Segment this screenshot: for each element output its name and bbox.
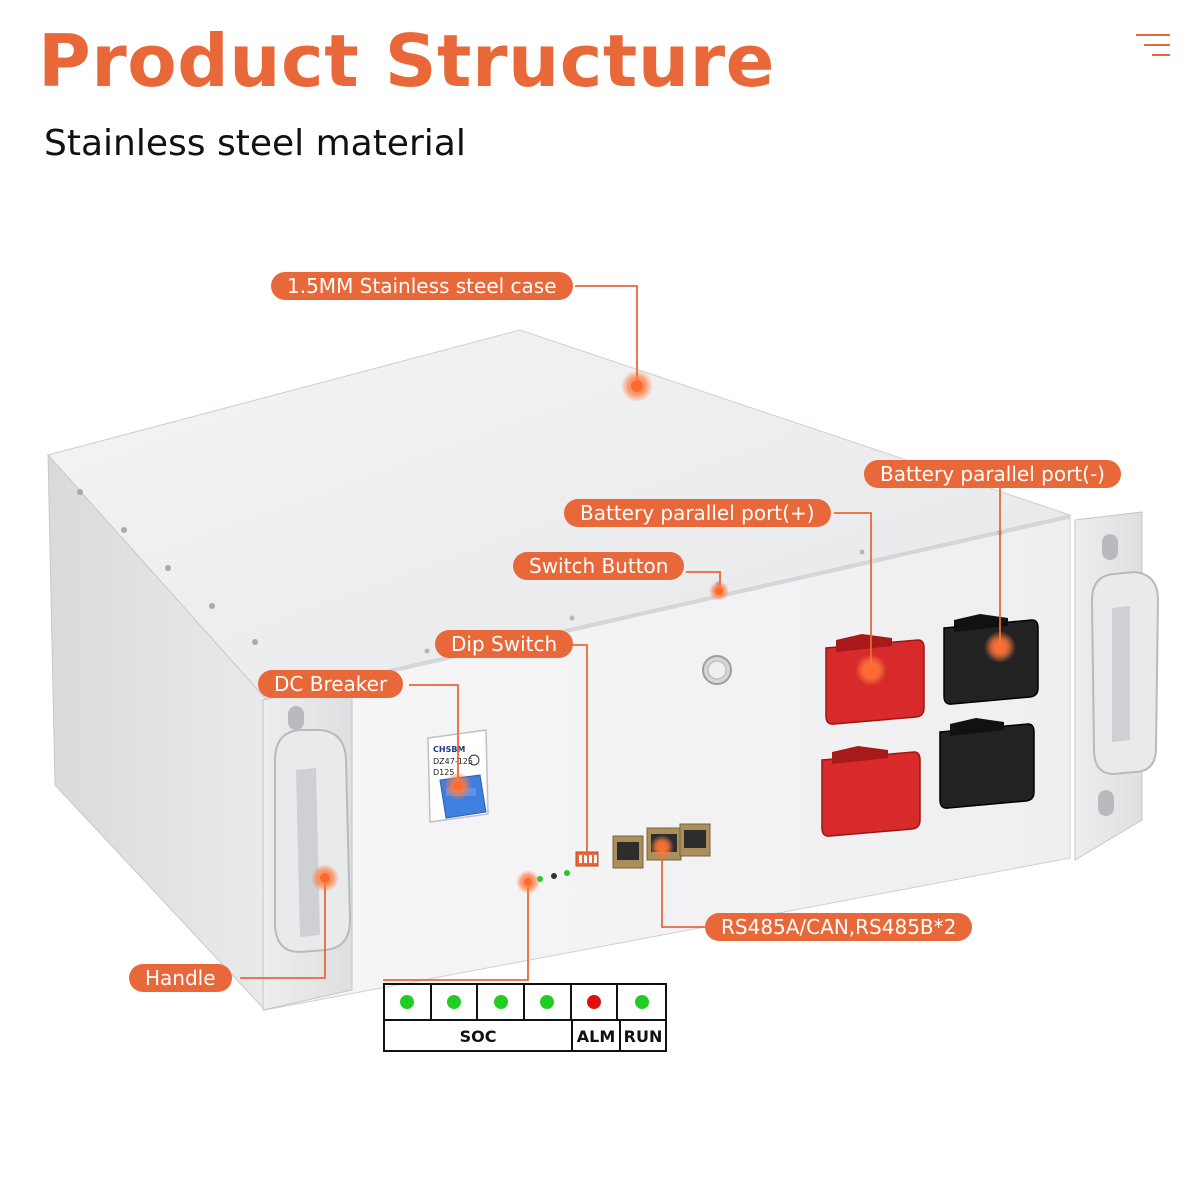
led-label-run: RUN <box>623 1027 663 1046</box>
callout-handle: Handle <box>129 964 232 992</box>
dip-switch <box>575 851 599 867</box>
led-cell <box>385 985 432 1019</box>
led-green-indicator <box>446 995 461 1009</box>
page-subtitle: Stainless steel material <box>44 123 466 164</box>
led-green-indicator <box>634 995 649 1009</box>
callout-dc-breaker: DC Breaker <box>258 670 404 698</box>
led-green-indicator <box>400 995 415 1009</box>
led-cell <box>525 985 572 1019</box>
callout-comm-ports: RS485A/CAN,RS485B*2 <box>705 913 973 941</box>
leader-comm-ports <box>661 847 708 928</box>
led-label-alm: ALM <box>573 1021 621 1052</box>
leader-dip-switch <box>570 644 588 856</box>
negative-terminals <box>939 614 1039 809</box>
callout-switch-button: Switch Button <box>513 552 685 580</box>
led-green-indicator <box>540 995 555 1009</box>
callout-dip-switch: Dip Switch <box>435 630 574 658</box>
led-cell <box>618 985 665 1019</box>
callout-parallel-negative: Battery parallel port(-) <box>864 460 1121 488</box>
leader-leds <box>383 880 529 981</box>
page-title: Product Structure <box>38 19 775 103</box>
led-cell <box>572 985 619 1019</box>
leader-handle <box>240 878 326 979</box>
leader-dc-breaker <box>409 684 459 784</box>
led-indicator-table: SOC ALM RUN <box>383 983 667 1052</box>
led-cell <box>432 985 479 1019</box>
breaker-model: DZ47-125 <box>433 757 473 766</box>
led-row <box>385 985 665 1019</box>
led-label-soc: SOC <box>385 1021 573 1052</box>
callout-parallel-positive: Battery parallel port(+) <box>564 499 831 527</box>
led-green-indicator <box>493 995 508 1009</box>
switch-button-ring <box>702 655 732 685</box>
menu-icon[interactable] <box>1136 30 1170 60</box>
led-label-row: SOC ALM RUN <box>385 1019 665 1052</box>
led-cell <box>478 985 525 1019</box>
breaker-rating: D125 <box>433 768 454 777</box>
leader-case <box>575 285 638 386</box>
leader-parallel-positive <box>834 512 872 670</box>
callout-case: 1.5MM Stainless steel case <box>271 272 573 300</box>
led-red-indicator <box>586 995 601 1009</box>
breaker-brand: CHSBM <box>433 745 465 754</box>
